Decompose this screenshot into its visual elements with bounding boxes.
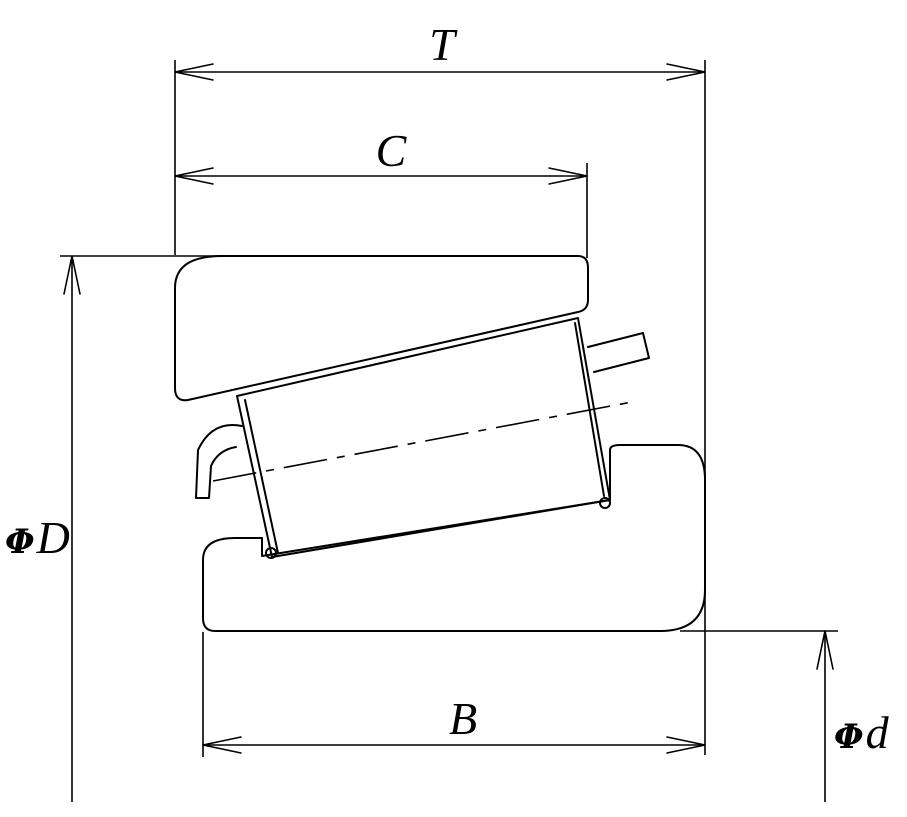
label-t: T xyxy=(429,19,458,70)
label-outer-diameter-letter: D xyxy=(36,512,70,563)
dimension-b: B xyxy=(202,632,706,757)
dimension-outer-diameter: ΦD xyxy=(5,255,222,802)
arrow-b-left xyxy=(202,736,242,754)
arrow-b-right xyxy=(666,736,706,754)
label-outer-diameter-symbol: Φ xyxy=(5,522,35,562)
roller-corner-bottom-right xyxy=(599,497,611,509)
roller-end-flat-left xyxy=(244,399,279,554)
outer-ring xyxy=(174,255,589,402)
cage-left-hook xyxy=(195,424,243,499)
label-bore-diameter: Φd xyxy=(834,707,890,758)
arrow-d-bore xyxy=(816,630,834,670)
dimension-bore-diameter: Φd xyxy=(680,630,890,802)
label-outer-diameter: ΦD xyxy=(5,512,70,563)
arrow-c-left xyxy=(174,167,214,185)
arrow-t-left xyxy=(174,63,214,81)
dimension-c: C xyxy=(174,125,588,258)
cage-right-tab xyxy=(587,332,650,373)
label-c: C xyxy=(376,125,408,176)
label-b: B xyxy=(449,693,477,744)
tapered-roller xyxy=(236,317,611,558)
arrow-t-right xyxy=(666,63,706,81)
label-bore-diameter-letter: d xyxy=(866,707,890,758)
dimension-t: T xyxy=(174,19,706,755)
inner-ring xyxy=(202,444,706,632)
arrow-c-right xyxy=(548,167,588,185)
roller-corner-bottom-left xyxy=(265,547,277,559)
label-bore-diameter-symbol: Φ xyxy=(834,717,864,757)
roller-axis-centerline xyxy=(212,401,633,482)
arrow-d-outer xyxy=(63,255,81,295)
